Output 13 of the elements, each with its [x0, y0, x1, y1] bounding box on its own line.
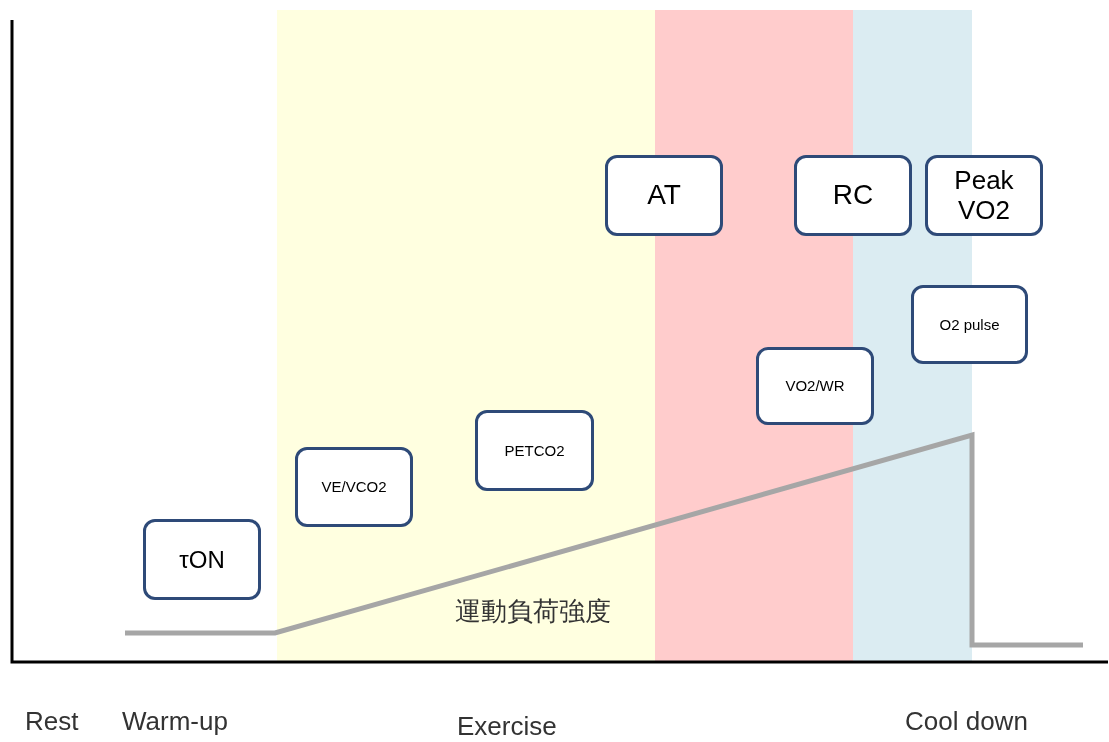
metric-box: τON [143, 519, 261, 600]
phase-label: Cool down [905, 706, 1028, 737]
metric-box: AT [605, 155, 723, 236]
metric-box: PETCO2 [475, 410, 594, 491]
metric-box: VO2/WR [756, 347, 874, 425]
metric-box: VE/VCO2 [295, 447, 413, 527]
phase-label: Exercise [457, 711, 557, 742]
metric-box: RC [794, 155, 912, 236]
metric-box: O2 pulse [911, 285, 1028, 364]
phase-label: Warm-up [122, 706, 228, 737]
phase-label: Rest [25, 706, 79, 737]
axis-label: 運動負荷強度 [455, 595, 611, 628]
metric-box: Peak VO2 [925, 155, 1043, 236]
